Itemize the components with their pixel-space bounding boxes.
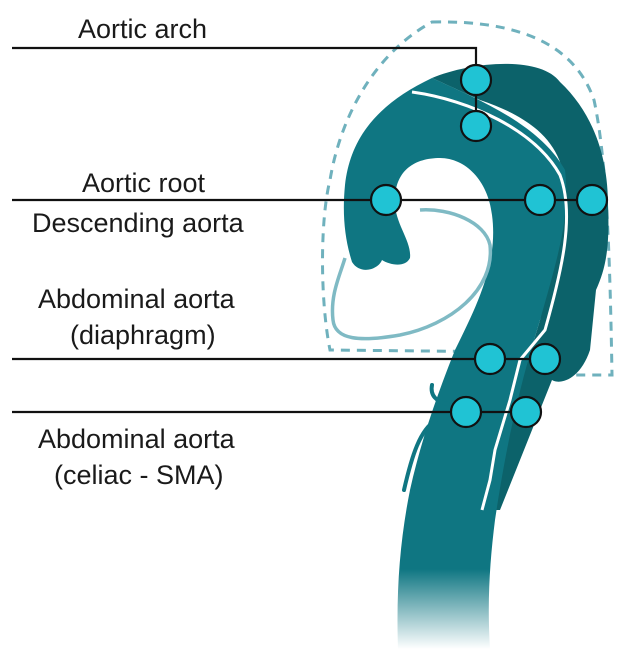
- label-abdominal-celiac-2: (celiac - SMA): [54, 460, 224, 490]
- marker-descending-inner: [525, 185, 555, 215]
- marker-diaphragm-true: [475, 344, 505, 374]
- label-abdominal-diaphragm-1: Abdominal aorta: [38, 284, 236, 314]
- label-aortic-root: Aortic root: [82, 168, 206, 198]
- marker-celiac-true: [451, 397, 481, 427]
- marker-root: [371, 185, 401, 215]
- label-abdominal-diaphragm-2: (diaphragm): [70, 320, 216, 350]
- label-aortic-arch: Aortic arch: [78, 14, 207, 44]
- marker-celiac-false: [511, 397, 541, 427]
- label-abdominal-celiac-1: Abdominal aorta: [38, 424, 236, 454]
- marker-diaphragm-false: [530, 344, 560, 374]
- marker-arch-upper: [461, 65, 491, 95]
- marker-descending-outer: [577, 185, 607, 215]
- marker-arch-lower: [461, 111, 491, 141]
- label-descending-aorta: Descending aorta: [32, 208, 245, 238]
